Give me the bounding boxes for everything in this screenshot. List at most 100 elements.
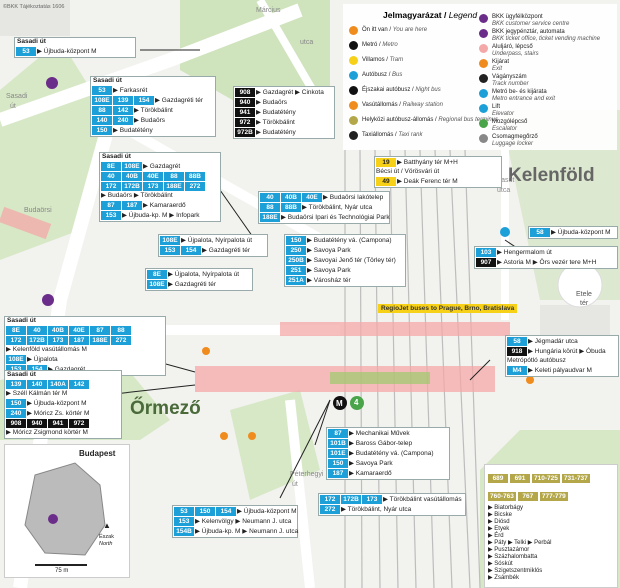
line-badge: 172B bbox=[27, 336, 47, 345]
legend-text-en: Escalator bbox=[492, 126, 518, 132]
line-badge: 140A bbox=[48, 380, 68, 389]
line-badge: 103 bbox=[476, 248, 496, 257]
line-badge: 101B bbox=[328, 439, 348, 448]
regional-destination: ▶ Etyek bbox=[488, 526, 510, 532]
line-badge: 40 bbox=[101, 172, 121, 181]
destination-label: ▶ Városház tér bbox=[307, 276, 351, 284]
legend-text: Kijárat bbox=[492, 59, 510, 65]
destination-label: ▶ Gazdagréti tér bbox=[155, 96, 203, 104]
route-row: 272▶ Törökbálint, Nyár utca bbox=[319, 505, 465, 514]
regional-line-badge: 777-779 bbox=[539, 492, 568, 501]
legend-text: Villamos bbox=[362, 57, 385, 63]
north-arrow-icon: ▲ bbox=[103, 521, 111, 530]
track-number-icon bbox=[479, 74, 488, 83]
legend-text: Vágányszám bbox=[492, 74, 527, 80]
elevator-icon bbox=[479, 104, 488, 113]
line-badge: 250 bbox=[286, 246, 306, 255]
legend-text-en: You are here bbox=[392, 27, 428, 33]
legend-text: Aluljáró, lépcső bbox=[492, 44, 533, 50]
regional-destination: ▶ Pusztazámor bbox=[488, 547, 530, 553]
stop-name: Sasadi út bbox=[7, 317, 36, 324]
line-badge: 88 bbox=[111, 326, 131, 335]
destination-label: ▶ Deák Ferenc tér M bbox=[397, 177, 458, 185]
line-badge: 153 bbox=[6, 365, 26, 374]
destination-label: ▶ Móricz Zsigmond körtér M bbox=[6, 429, 88, 436]
legend-item: Vasútállomás / Railway station bbox=[362, 102, 443, 108]
line-badge: 188E bbox=[90, 336, 110, 345]
legend-text: BKK jegypénztár, automata bbox=[492, 29, 565, 35]
route-row: Bécsi út / Vörösvári út bbox=[375, 168, 501, 176]
area-label-ormezo: Őrmező bbox=[130, 398, 201, 419]
route-row: Metrópótló autóbusz bbox=[506, 357, 618, 365]
regional-destination: ▶ Érd bbox=[488, 533, 504, 539]
destination-label: ▶ Budaörs ▶ Törökbálint bbox=[101, 192, 173, 199]
regional-line-badge: 691 bbox=[510, 474, 530, 483]
line-badge: 140 bbox=[27, 380, 47, 389]
budapest-outline bbox=[24, 462, 106, 566]
line-badge: 53 bbox=[92, 86, 112, 95]
legend-text: BKK ügyfélközpont bbox=[492, 14, 543, 20]
line-badge: 140 bbox=[92, 116, 112, 125]
legend-text-en: Metro bbox=[382, 42, 398, 48]
legend-text-en: Exit bbox=[492, 66, 503, 72]
route-row: 250B▶ Savoyai Jenő tér (Törley tér) bbox=[285, 256, 405, 265]
line-badge: 150 bbox=[6, 399, 26, 408]
line-badge: 49 bbox=[376, 177, 396, 186]
route-row: 940▶ Budaörs bbox=[234, 98, 334, 107]
line-badge: 40 bbox=[260, 193, 280, 202]
regional-bus-icon bbox=[349, 116, 358, 125]
line-badge: 940 bbox=[235, 98, 255, 107]
destination-label: ▶ Törökbálint bbox=[134, 106, 173, 114]
taxi-icon bbox=[349, 131, 358, 140]
destination-label: ▶ Kelenföld vasútállomás M bbox=[6, 346, 87, 353]
legend-text: Ön itt van bbox=[362, 27, 388, 33]
regional-line-badge: 731-737 bbox=[561, 474, 590, 483]
destination-label: Bécsi út / Vörösvári út bbox=[376, 168, 440, 175]
line-badge: 53 bbox=[174, 507, 194, 516]
destination-label: ▶ Budatétény vá. (Campona) bbox=[349, 449, 434, 457]
route-row: 108E▶ Gazdagréti tér bbox=[146, 280, 252, 289]
legend-text: Taxiállomás bbox=[362, 132, 394, 138]
route-row: 150▶ Savoya Park bbox=[327, 459, 449, 468]
destination-label: ▶ Budaörsi lakótelep bbox=[323, 193, 384, 201]
underpass-icon bbox=[479, 44, 488, 53]
line-badge: 58 bbox=[530, 228, 550, 237]
bus-icon bbox=[349, 71, 358, 80]
destination-label: ▶ Jégmadár utca bbox=[528, 337, 578, 345]
line-badge: 240 bbox=[6, 409, 26, 418]
line-badge: 154 bbox=[181, 246, 201, 255]
regional-line-badge: 689 bbox=[488, 474, 508, 483]
line-badge: 139 bbox=[6, 380, 26, 389]
destination-label: ▶ Gazdagrét bbox=[48, 365, 86, 373]
legend-text: Vasútállomás bbox=[362, 102, 398, 108]
route-row: 251▶ Savoya Park bbox=[285, 266, 405, 275]
line-badge: 908 bbox=[6, 419, 26, 428]
route-row: 19▶ Batthyány tér M+H bbox=[375, 158, 501, 167]
line-badge: 907 bbox=[476, 258, 496, 267]
route-row: 972▶ Törökbálint bbox=[234, 118, 334, 127]
destination-label: ▶ Hengermalom út bbox=[497, 248, 552, 256]
street-label: Vasút bbox=[497, 177, 515, 184]
scale-label: 75 m bbox=[55, 568, 69, 574]
destination-label: ▶ Gazdagrét bbox=[143, 162, 181, 170]
destination-label: ▶ Budatétény bbox=[113, 126, 153, 134]
legend-item: Helyközi autóbusz-állomás / Regional bus… bbox=[362, 117, 499, 123]
line-badge: 40E bbox=[302, 193, 322, 202]
line-badge: 150 bbox=[328, 459, 348, 468]
destination-label: ▶ Mechanikai Művek bbox=[349, 429, 410, 437]
line-badge: 154 bbox=[134, 96, 154, 105]
area-label-kelenfold: Kelenföld bbox=[508, 165, 595, 186]
